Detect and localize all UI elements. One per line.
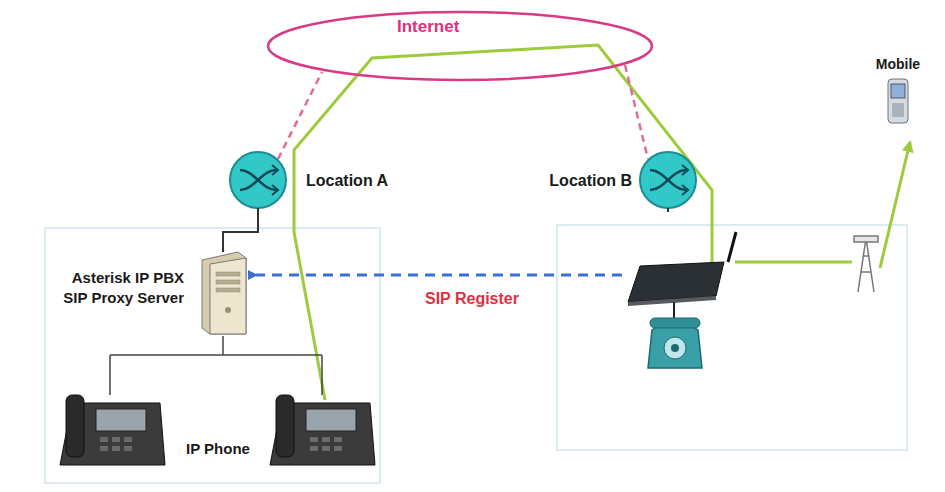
call-path	[294, 45, 712, 400]
link-line	[223, 212, 258, 252]
device-label: IP Phone	[186, 440, 250, 457]
router-icon	[638, 150, 698, 212]
pbx-server: Asterisk IP PBX SIP Proxy Server	[8, 250, 253, 338]
server-icon	[198, 250, 248, 336]
node-label: Internet	[265, 10, 655, 37]
router-node: Location B	[549, 150, 698, 212]
location-b-region	[557, 225, 907, 450]
mobile-handset: Mobile	[862, 56, 934, 136]
cloud-outline	[265, 10, 655, 82]
call-path	[735, 261, 852, 264]
link-line	[278, 72, 322, 159]
link-line	[625, 65, 648, 159]
internet-cloud: Internet	[265, 10, 655, 82]
call-path	[880, 142, 910, 268]
node-label: Location B	[549, 172, 632, 190]
sip-register-arrow	[256, 274, 622, 277]
node-label: Asterisk IP PBX SIP Proxy Server	[50, 268, 184, 307]
ip-phone	[60, 395, 165, 465]
location-a-region	[45, 228, 380, 483]
router-icon	[228, 150, 288, 212]
lan-wire	[110, 336, 322, 395]
analog-telephone	[648, 318, 702, 368]
mobile-icon	[886, 78, 910, 124]
ip-phone	[270, 395, 375, 465]
node-label: Location A	[306, 172, 388, 190]
node-label: Mobile	[862, 56, 934, 72]
cell-tower	[854, 236, 878, 292]
voip-gateway	[628, 232, 736, 318]
protocol-label: SIP Register	[425, 290, 519, 308]
router-node: Location A	[228, 150, 388, 212]
